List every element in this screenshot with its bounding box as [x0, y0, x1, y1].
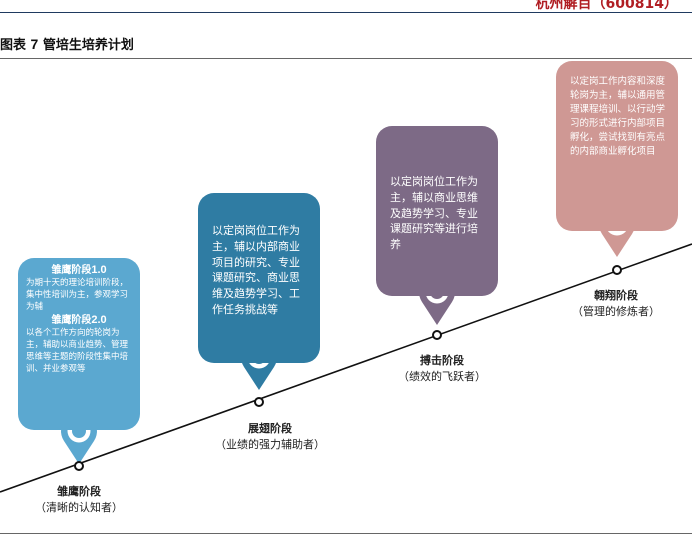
footer-rule: [0, 533, 692, 534]
sub-phase-title: 雏鹰阶段1.0: [51, 264, 107, 276]
stage-name: 展翅阶段: [248, 422, 292, 435]
stage-label-aoxiang: 翱翔阶段 （管理的修炼者）: [556, 288, 676, 320]
figure-title-prefix: 图表: [0, 38, 27, 53]
stage-box-boji: 以定岗岗位工作为主，辅以商业思维及趋势学习、专业课题研究等进行培养: [376, 126, 498, 296]
timeline-line: [0, 243, 692, 493]
stage-name: 搏击阶段: [420, 354, 464, 367]
company-header: 杭州解百（600814）: [535, 0, 678, 12]
sub-phase-text: 为期十天的理论培训阶段，集中性培训为主，参观学习为辅: [26, 278, 129, 312]
stage-box-aoxiang: 以定岗工作内容和深度轮岗为主，辅以通用管理课程培训、以行动学习的形式进行内部项目…: [556, 61, 678, 231]
stage-label-boji: 搏击阶段 （绩效的飞跃者）: [382, 353, 502, 385]
stage-subtitle: （管理的修炼者）: [572, 305, 660, 318]
figure-title-text: 管培生培养计划: [42, 38, 134, 53]
timeline-node: [612, 265, 622, 275]
stage-box-zhanchi: 以定岗岗位工作为主，辅以内部商业项目的研究、专业课题研究、商业思维及趋势学习、工…: [198, 193, 320, 363]
stage-label-zhanchi: 展翅阶段 （业绩的强力辅助者）: [210, 421, 330, 453]
sub-phase-title: 雏鹰阶段2.0: [51, 314, 107, 326]
timeline-node: [254, 397, 264, 407]
header-rule: [0, 12, 692, 13]
figure-title: 图表 7 管培生培养计划: [0, 34, 134, 53]
timeline-node: [432, 330, 442, 340]
sub-phase-text: 以各个工作方向的轮岗为主，辅助以商业趋势、管理思维等主题的阶段性集中培训、并业参…: [26, 328, 129, 374]
stage-description: 以定岗岗位工作为主，辅以内部商业项目的研究、专业课题研究、商业思维及趋势学习、工…: [212, 224, 300, 316]
title-rule: [0, 58, 692, 59]
stage-subtitle: （业绩的强力辅助者）: [215, 438, 325, 451]
stage-subtitle: （清晰的认知者）: [35, 501, 123, 514]
stage-label-chuying: 雏鹰阶段 （清晰的认知者）: [24, 484, 134, 516]
stage-subtitle: （绩效的飞跃者）: [398, 370, 486, 383]
stage-description: 以定岗工作内容和深度轮岗为主，辅以通用管理课程培训、以行动学习的形式进行内部项目…: [570, 76, 666, 157]
stage-description: 以定岗岗位工作为主，辅以商业思维及趋势学习、专业课题研究等进行培养: [390, 175, 478, 252]
figure-number: 7: [30, 36, 39, 52]
stage-name: 雏鹰阶段: [57, 485, 101, 498]
stage-name: 翱翔阶段: [594, 289, 638, 302]
stage-box-chuying: 雏鹰阶段1.0 为期十天的理论培训阶段，集中性培训为主，参观学习为辅 雏鹰阶段2…: [18, 258, 140, 430]
timeline-node: [74, 461, 84, 471]
